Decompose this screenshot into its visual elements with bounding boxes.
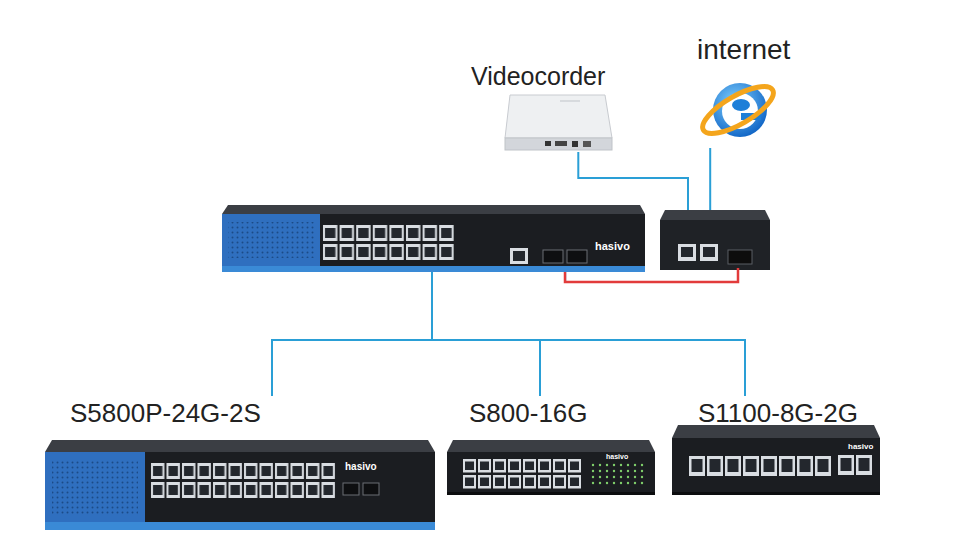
recorder-logo-strip <box>560 101 580 102</box>
converter-front <box>660 220 770 270</box>
recorder-node: Videocorder <box>468 60 616 152</box>
switch-vents <box>228 222 314 258</box>
console-port <box>510 248 528 264</box>
model-label: S5800P-24G-2S <box>70 400 261 426</box>
switch-top <box>222 205 645 214</box>
internet-node: internet <box>693 34 799 148</box>
converter-port-hole <box>703 247 715 257</box>
orbit-ring <box>696 78 779 142</box>
recorder-top <box>505 95 612 138</box>
switch-node: S1100-8G-2G hasivo <box>672 396 880 495</box>
sfp-port <box>343 483 359 495</box>
console-port-hole <box>513 251 525 261</box>
switch-front <box>672 438 880 492</box>
switch-front <box>222 214 645 266</box>
fiber-link <box>565 268 738 282</box>
converter-top <box>660 210 770 220</box>
uplink-port <box>856 455 872 475</box>
internet-icon <box>696 78 779 142</box>
recorder-port <box>572 141 578 147</box>
network-cable <box>432 272 540 396</box>
recorder-port <box>583 141 591 147</box>
switch-base-strip <box>222 266 645 272</box>
sfp-port <box>363 483 379 495</box>
switch-base <box>447 492 655 495</box>
sfp-port <box>543 250 563 263</box>
switch-16-port <box>447 440 655 495</box>
switch-top <box>447 440 655 452</box>
switch-node: S800-16G hasivo <box>447 396 655 495</box>
network-cable <box>272 272 432 396</box>
e-letter-hole <box>732 99 750 111</box>
uplink-port-hole <box>841 458 852 471</box>
switch-front <box>45 452 435 522</box>
switch-blue-panel <box>222 214 320 266</box>
switch-base-strip <box>45 522 435 530</box>
media-converter <box>660 210 770 270</box>
network-cable <box>432 272 745 396</box>
recorder-front <box>505 138 612 150</box>
converter-port-hole <box>681 247 693 257</box>
brand-logo: hasivo <box>606 453 628 460</box>
brand-logo: hasivo <box>595 241 630 252</box>
led-panel <box>590 462 646 486</box>
switch-blue-panel <box>45 452 145 522</box>
device-label: internet <box>697 36 790 64</box>
uplink-port-hole <box>859 458 870 471</box>
ethernet-ports <box>462 458 582 490</box>
model-label: S800-16G <box>469 400 588 426</box>
converter-port <box>678 244 696 261</box>
uplink-port <box>838 455 854 475</box>
brand-logo: hasivo <box>848 443 873 451</box>
switch-10-port <box>672 425 880 495</box>
switch-node: S5800P-24G-2S hasivo <box>45 396 435 530</box>
switch-base <box>672 492 880 495</box>
ethernet-ports <box>150 462 336 500</box>
switch-front <box>447 452 655 492</box>
recorder-port <box>555 141 567 146</box>
switch-top <box>45 440 435 452</box>
device-label: Videocorder <box>471 64 605 89</box>
switch-top <box>672 425 880 438</box>
converter-port <box>700 244 718 261</box>
fiber-port <box>728 250 752 264</box>
model-label: S1100-8G-2G <box>698 400 858 426</box>
switch-24-port <box>45 440 435 530</box>
sfp-port <box>567 250 587 263</box>
brand-logo: hasivo <box>345 462 377 472</box>
recorder-port <box>545 141 551 146</box>
switch-vents <box>52 460 138 514</box>
ethernet-ports <box>688 455 832 477</box>
core-switch-node: hasivo <box>222 205 645 272</box>
core-switch <box>222 205 645 272</box>
video-recorder <box>505 95 612 150</box>
ethernet-ports <box>322 224 455 262</box>
